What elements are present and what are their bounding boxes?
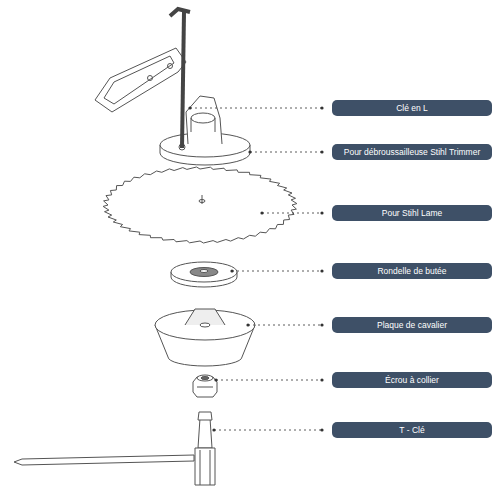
label-pill: Pour débroussailleuse Stihl Trimmer	[332, 144, 492, 160]
part-label: Plaque de cavalier	[377, 321, 447, 330]
part-label: Écrou à collier	[385, 376, 439, 385]
part-label: Clé en L	[396, 104, 428, 113]
label-pill: Plaque de cavalier	[332, 317, 492, 333]
part-label: Pour débroussailleuse Stihl Trimmer	[344, 148, 481, 157]
part-label: T - Clé	[399, 426, 424, 435]
label-pill: Clé en L	[332, 100, 492, 116]
saw-blade	[103, 167, 297, 243]
label-pill: T - Clé	[332, 422, 492, 438]
label-pill: Écrou à collier	[332, 372, 492, 388]
label-pill: Pour Stihl Lame	[332, 205, 492, 221]
label-pill: Rondelle de butée	[332, 263, 492, 279]
part-label: Pour Stihl Lame	[382, 209, 442, 218]
part-label: Rondelle de butée	[377, 267, 446, 276]
